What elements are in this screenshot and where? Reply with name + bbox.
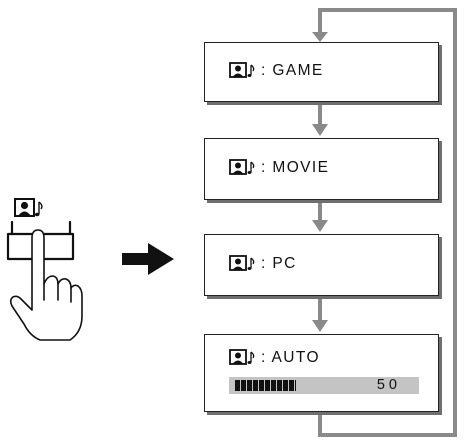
down-arrows bbox=[312, 16, 328, 332]
loop-line bbox=[318, 8, 457, 437]
mode-label-pc: : PC bbox=[261, 255, 297, 272]
arrow-right-icon bbox=[122, 243, 174, 275]
picture-mode-icon bbox=[14, 198, 43, 217]
mode-label-movie: : MOVIE bbox=[261, 159, 330, 176]
picture-mode-icon bbox=[229, 62, 255, 78]
mode-label-game: : GAME bbox=[261, 62, 324, 79]
down-arrow-head-3 bbox=[312, 220, 328, 232]
mode-box-pc: : PC bbox=[204, 234, 439, 296]
down-arrow-head-4 bbox=[312, 320, 328, 332]
mode-box-auto: : AUTO 50 bbox=[204, 334, 439, 412]
pressing-hand-icon bbox=[6, 220, 83, 341]
auto-level-bar-fill bbox=[235, 380, 296, 391]
mode-box-movie: : MOVIE bbox=[204, 138, 439, 200]
picture-mode-icon bbox=[229, 255, 255, 271]
down-arrow-head-2 bbox=[312, 124, 328, 136]
mode-box-game: : GAME bbox=[204, 42, 439, 102]
auto-level-value: 50 bbox=[376, 377, 401, 393]
picture-mode-icon bbox=[229, 349, 255, 365]
mode-label-auto: : AUTO bbox=[261, 349, 320, 366]
down-arrow-head-1 bbox=[312, 32, 328, 42]
auto-level-bar: 50 bbox=[229, 377, 419, 394]
picture-mode-icon bbox=[229, 159, 255, 175]
